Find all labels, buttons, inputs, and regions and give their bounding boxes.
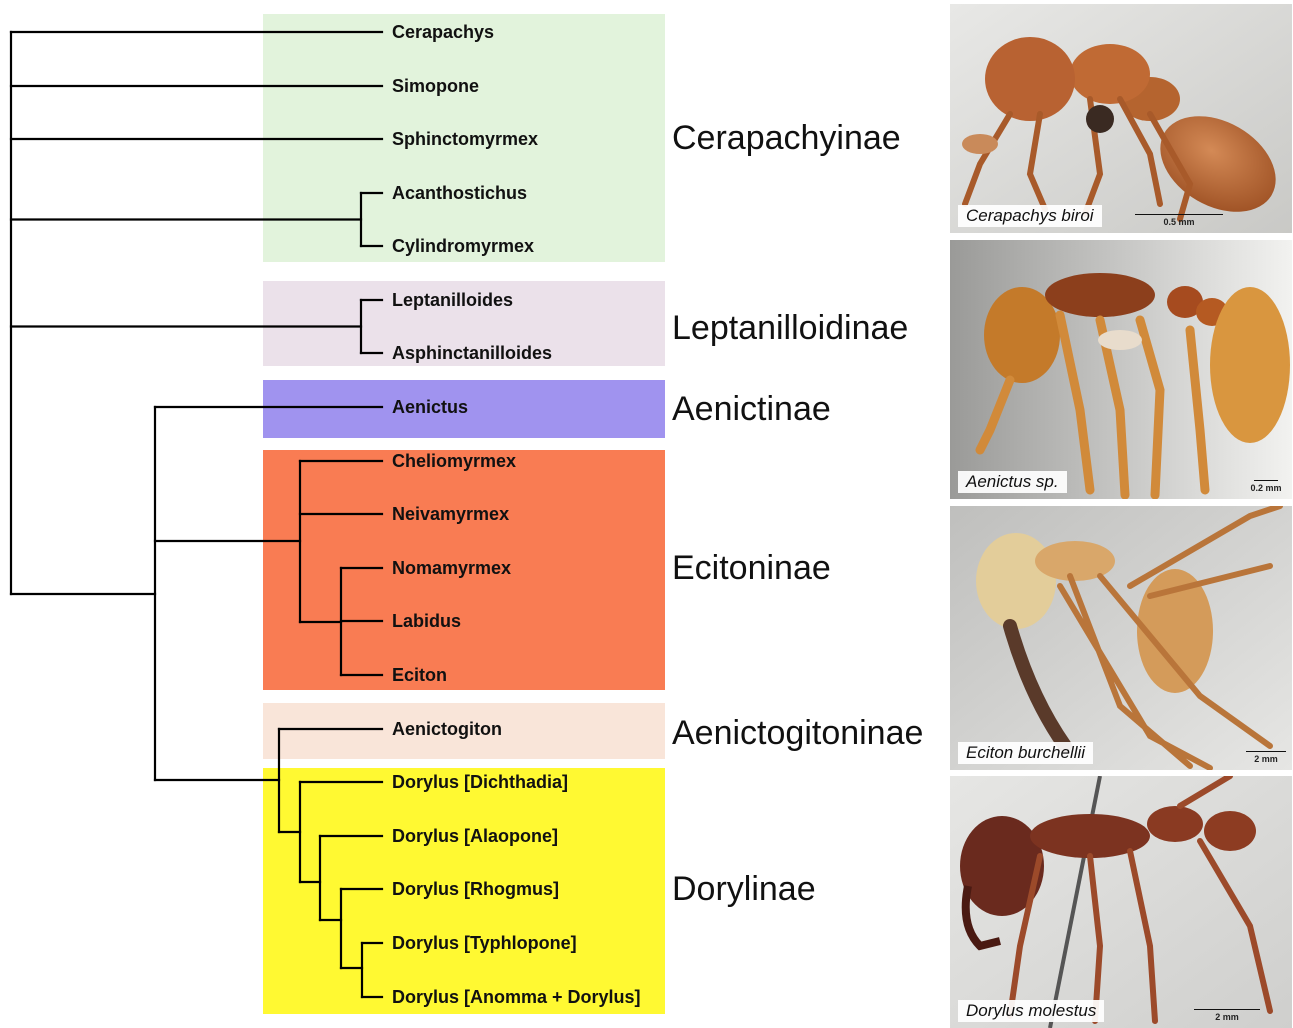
ant-illustration — [950, 506, 1292, 770]
taxon-label-sphinctomyrmex: Sphinctomyrmex — [392, 129, 538, 149]
ant-illustration — [950, 240, 1292, 499]
scale-label: 2 mm — [1254, 754, 1278, 764]
taxon-label-cerapachys: Cerapachys — [392, 22, 494, 42]
subfamily-label-ecitoninae: Ecitoninae — [672, 549, 831, 587]
specimen-photo-eciton-burchellii: Eciton burchellii 2 mm — [950, 506, 1292, 770]
scale-bar: 2 mm — [1192, 1009, 1262, 1022]
subfamily-label-aenictinae: Aenictinae — [672, 390, 831, 428]
taxon-label-dorylus-anomma-dorylus: Dorylus [Anomma + Dorylus] — [392, 987, 641, 1007]
taxon-label-labidus: Labidus — [392, 611, 461, 631]
taxon-label-aenictus: Aenictus — [392, 397, 468, 417]
scale-bar: 0.2 mm — [1246, 480, 1286, 493]
subfamily-label-aenictogitoninae: Aenictogitoninae — [672, 714, 923, 752]
scale-bar: 0.5 mm — [1134, 214, 1224, 227]
scale-label: 0.2 mm — [1250, 483, 1281, 493]
photo-caption: Cerapachys biroi — [958, 205, 1102, 227]
photo-caption: Aenictus sp. — [958, 471, 1067, 493]
taxon-label-dorylus-alaopone: Dorylus [Alaopone] — [392, 826, 558, 846]
photo-caption: Eciton burchellii — [958, 742, 1093, 764]
ant-illustration — [950, 4, 1292, 233]
scale-bar: 2 mm — [1244, 751, 1288, 764]
subfamily-label-dorylinae: Dorylinae — [672, 870, 816, 908]
subfamily-label-leptanilloidinae: Leptanilloidinae — [672, 309, 908, 347]
ant-illustration — [950, 776, 1292, 1028]
taxon-label-dorylus-typhlopone: Dorylus [Typhlopone] — [392, 933, 577, 953]
taxon-label-cylindromyrmex: Cylindromyrmex — [392, 236, 534, 256]
taxon-label-cheliomyrmex: Cheliomyrmex — [392, 451, 516, 471]
taxon-label-aenictogiton: Aenictogiton — [392, 719, 502, 739]
specimen-photo-dorylus-molestus: Dorylus molestus 2 mm — [950, 776, 1292, 1028]
taxon-label-asphinctanilloides: Asphinctanilloides — [392, 343, 552, 363]
scale-label: 0.5 mm — [1163, 217, 1194, 227]
specimen-photo-cerapachys-biroi: Cerapachys biroi 0.5 mm — [950, 4, 1292, 233]
taxon-label-leptanilloides: Leptanilloides — [392, 290, 513, 310]
taxon-label-simopone: Simopone — [392, 76, 479, 96]
scale-label: 2 mm — [1215, 1012, 1239, 1022]
taxon-label-neivamyrmex: Neivamyrmex — [392, 504, 509, 524]
taxon-label-dorylus-rhogmus: Dorylus [Rhogmus] — [392, 879, 559, 899]
taxon-label-acanthostichus: Acanthostichus — [392, 183, 527, 203]
photo-caption: Dorylus molestus — [958, 1000, 1104, 1022]
taxon-label-eciton: Eciton — [392, 665, 447, 685]
taxon-label-nomamyrmex: Nomamyrmex — [392, 558, 511, 578]
subfamily-label-cerapachyinae: Cerapachyinae — [672, 119, 901, 157]
taxon-label-dorylus-dichthadia: Dorylus [Dichthadia] — [392, 772, 568, 792]
specimen-photo-aenictus-sp: Aenictus sp. 0.2 mm — [950, 240, 1292, 499]
